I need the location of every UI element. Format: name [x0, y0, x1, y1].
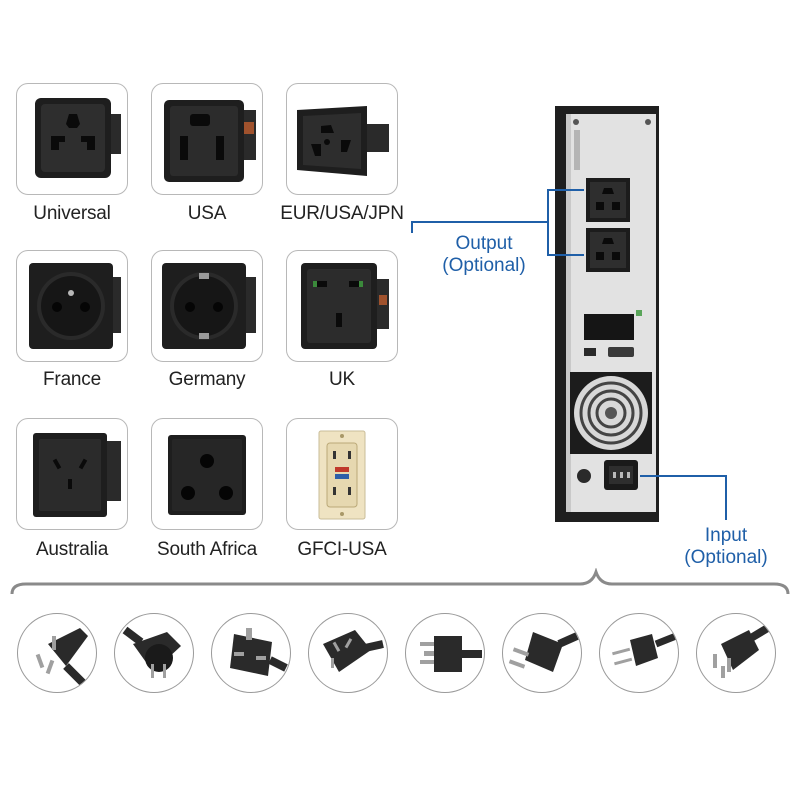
gfci-usa-socket-icon — [318, 430, 366, 520]
socket-tile-france — [16, 250, 128, 362]
socket-tile-south-africa — [151, 418, 263, 530]
socket-label-germany: Germany — [168, 369, 246, 390]
ups-output-socket-2 — [586, 228, 630, 272]
uk-plug-icon — [230, 628, 288, 676]
ups-usb-port — [584, 348, 596, 356]
socket-tile-eur-usa-jpn — [286, 83, 398, 195]
ups-input-socket — [604, 460, 638, 490]
usa-socket-icon — [164, 100, 256, 182]
output-annotation-line2: (Optional) — [442, 255, 526, 276]
socket-tile-usa — [151, 83, 263, 195]
plug-china — [17, 613, 97, 693]
europe-two-pin-plug-icon — [612, 632, 678, 666]
uk-socket-icon — [301, 263, 389, 349]
socket-label-france: France — [43, 369, 101, 390]
australia-socket-icon — [33, 433, 121, 517]
germany-socket-icon — [162, 263, 256, 349]
ups-fan-grille — [570, 372, 652, 454]
swiss-plug-icon — [713, 622, 774, 678]
socket-tile-universal — [16, 83, 128, 195]
plug-europe-schuko — [114, 613, 194, 693]
plug-group-brace — [10, 568, 790, 595]
eur-usa-jpn-socket-icon — [297, 106, 389, 176]
universal-socket-icon — [35, 98, 121, 178]
input-annotation-line2: (Optional) — [684, 547, 768, 568]
socket-tile-australia — [16, 418, 128, 530]
output-annotation-line1: Output — [455, 233, 513, 254]
socket-tile-gfci-usa — [286, 418, 398, 530]
australia-plug-icon — [323, 630, 384, 672]
socket-label-eur-usa-jpn: EUR/USA/JPN — [280, 203, 404, 224]
south-africa-socket-icon — [168, 435, 246, 515]
china-plug-icon — [35, 628, 88, 687]
input-annotation: Input (Optional) — [670, 525, 782, 569]
plug-swiss — [696, 613, 776, 693]
ups-output-socket-1 — [586, 178, 630, 222]
socket-tile-uk — [286, 250, 398, 362]
plug-europe-two-pin — [599, 613, 679, 693]
output-annotation: Output (Optional) — [428, 233, 540, 277]
socket-label-universal: Universal — [33, 203, 111, 224]
france-socket-icon — [29, 263, 121, 349]
plug-australia — [308, 613, 388, 693]
plug-uk — [211, 613, 291, 693]
europe-schuko-plug-icon — [122, 626, 181, 678]
usa-two-prong-plug-icon — [508, 632, 579, 672]
usa-grounded-plug-icon — [420, 636, 482, 672]
ups-circuit-breaker — [577, 469, 591, 483]
socket-tile-germany — [151, 250, 263, 362]
plug-usa-two-prong — [502, 613, 582, 693]
socket-label-usa: USA — [187, 203, 227, 224]
socket-label-australia: Australia — [35, 539, 109, 560]
input-annotation-line1: Input — [704, 525, 748, 546]
ups-rear-panel — [555, 106, 659, 522]
plug-usa-grounded — [405, 613, 485, 693]
ups-serial-port — [608, 347, 634, 357]
socket-label-uk: UK — [329, 369, 355, 390]
socket-label-gfci-usa: GFCI-USA — [297, 539, 387, 560]
ups-communication-slot — [584, 314, 634, 340]
socket-label-south-africa: South Africa — [156, 539, 258, 560]
